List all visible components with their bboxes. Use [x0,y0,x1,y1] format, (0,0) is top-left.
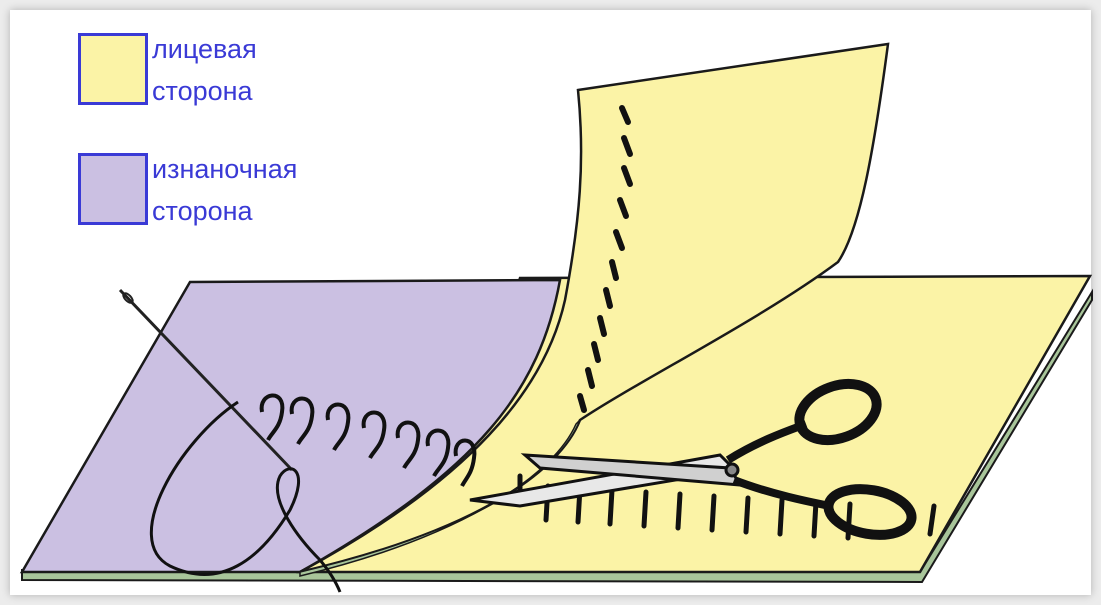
legend-face-line1: лицевая [152,28,412,70]
legend-label-face: лицевая сторона [152,28,412,112]
legend-back-line1: изнаночная [152,148,412,190]
legend-label-back: изнаночная сторона [152,148,412,232]
legend-swatch-back [78,153,148,225]
legend-face-line2: сторона [152,70,412,112]
legend-back-line2: сторона [152,190,412,232]
legend-swatch-face [78,33,148,105]
